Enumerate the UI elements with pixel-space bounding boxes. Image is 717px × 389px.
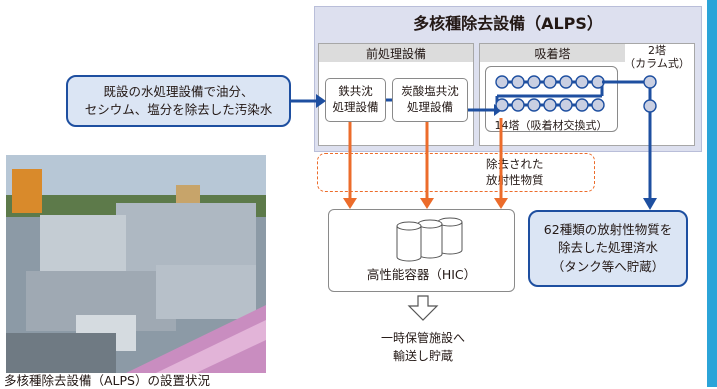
hic-label: 高性能容器（HIC） [366, 266, 477, 282]
adsorption-header: 吸着塔 [480, 44, 625, 62]
storage-down-arrow [407, 295, 439, 321]
alps-installation-photo [6, 155, 266, 373]
sludge-arrows [343, 118, 508, 209]
hic-cylinders-icon [396, 217, 463, 262]
alps-title: 多核種除去設備（ALPS） [413, 14, 603, 33]
pretreatment-header: 前処理設備 [319, 44, 473, 62]
side-accent-bar [707, 0, 717, 387]
two-columns-caption: 2塔 （カラム式） [624, 44, 690, 70]
two-column-flow [602, 75, 657, 210]
contaminated-water-label: 既設の水処理設備で油分、 セシウム、塩分を除去した汚染水 [84, 83, 273, 117]
iron-unit-label: 鉄共沈 処理設備 [332, 84, 379, 114]
treated-water-label: 62種類の放射性物質を 除去した処理済水 （タンク等へ貯蔵） [543, 222, 673, 274]
storage-note: 一時保管施設へ 輸送し貯蔵 [380, 331, 465, 363]
inflow-arrow [291, 94, 326, 108]
fourteen-columns-caption: 14塔（吸着材交換式） [494, 118, 608, 132]
photo-caption: 多核種除去設備（ALPS）の設置状況 [4, 372, 210, 388]
carbonate-unit-label: 炭酸塩共沈 処理設備 [401, 84, 459, 114]
carbonate-coprecipitation-unit: 炭酸塩共沈 処理設備 [392, 78, 468, 122]
treated-water-box: 62種類の放射性物質を 除去した処理済水 （タンク等へ貯蔵） [528, 210, 688, 287]
adsorption-column-circles [495, 75, 605, 112]
contaminated-water-input-box: 既設の水処理設備で油分、 セシウム、塩分を除去した汚染水 [66, 75, 291, 127]
iron-coprecipitation-unit: 鉄共沈 処理設備 [325, 78, 386, 122]
